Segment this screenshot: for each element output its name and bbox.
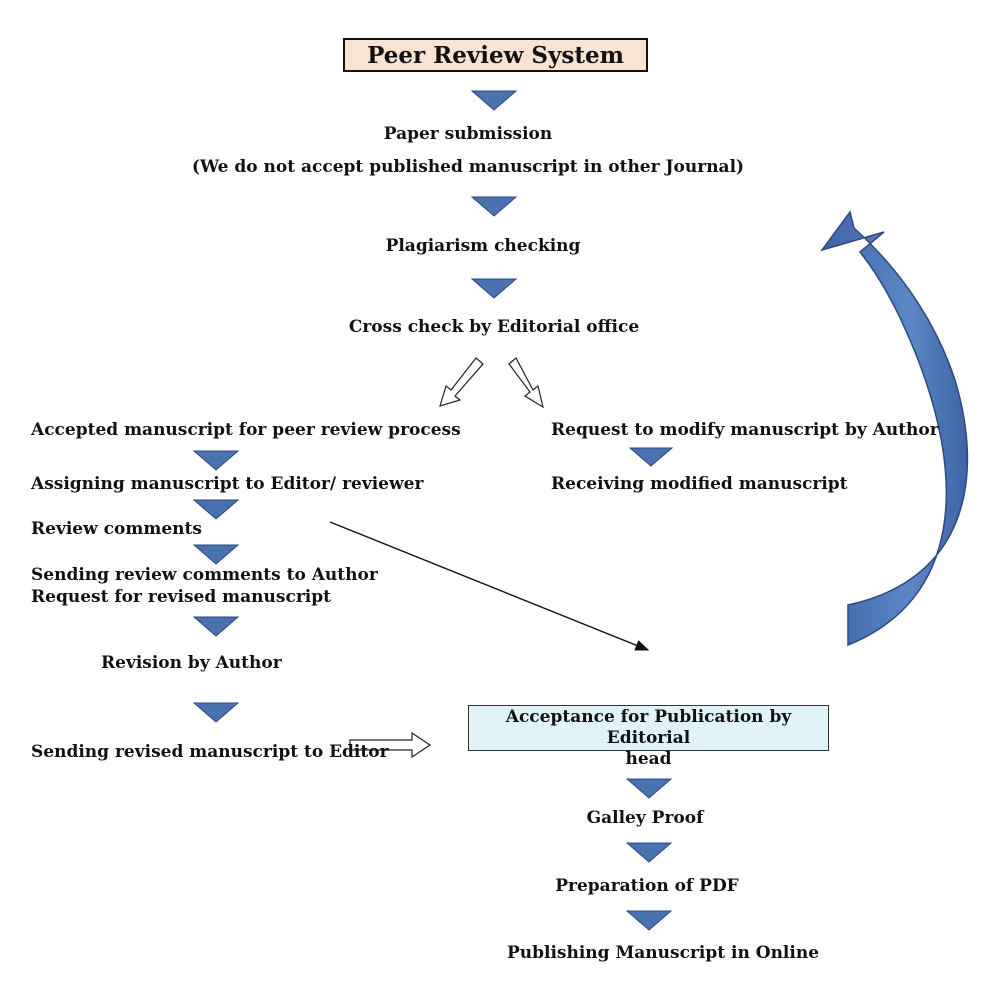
step-preparation-pdf: Preparation of PDF [555, 876, 739, 896]
step-galley-proof: Galley Proof [586, 808, 704, 828]
thin-arrow-to-acceptance [329, 521, 650, 651]
step-submission-note: (We do not accept published manuscript i… [191, 157, 745, 177]
step-cross-check: Cross check by Editorial office [348, 317, 640, 337]
curved-return-arrow-icon [820, 210, 969, 647]
step-review-comments: Review comments [31, 519, 202, 539]
down-arrow-icon [470, 278, 518, 299]
acceptance-box: Acceptance for Publication by Editorial … [468, 705, 829, 769]
step-receiving-modified: Receiving modified manuscript [551, 474, 848, 494]
block-arrow-right-icon [349, 731, 432, 759]
step-request-revised: Request for revised manuscript [31, 587, 331, 607]
down-arrow-icon [470, 90, 518, 111]
step-sending-revised: Sending revised manuscript to Editor [31, 742, 389, 762]
page-title: Peer Review System [367, 41, 624, 69]
down-arrow-icon [628, 447, 674, 467]
title-box: Peer Review System [343, 38, 648, 72]
hollow-arrow-right-icon [508, 357, 544, 409]
step-plagiarism: Plagiarism checking [385, 236, 581, 256]
step-revision: Revision by Author [101, 653, 282, 673]
down-arrow-icon [192, 544, 240, 565]
down-arrow-icon [192, 616, 240, 637]
down-arrow-icon [625, 842, 673, 863]
down-arrow-icon [625, 778, 673, 799]
step-sending-comments: Sending review comments to Author [31, 565, 378, 585]
step-publishing: Publishing Manuscript in Online [506, 943, 820, 963]
acceptance-line2: head [625, 749, 672, 769]
step-paper-submission: Paper submission [383, 124, 553, 144]
down-arrow-icon [192, 702, 240, 723]
step-request-modify: Request to modify manuscript by Author [551, 420, 939, 440]
down-arrow-icon [192, 450, 240, 471]
acceptance-line1: Acceptance for Publication by Editorial [505, 707, 792, 748]
hollow-arrow-left-icon [439, 357, 484, 407]
step-assigning: Assigning manuscript to Editor/ reviewer [31, 474, 424, 494]
step-accepted: Accepted manuscript for peer review proc… [31, 420, 461, 440]
down-arrow-icon [470, 196, 518, 217]
down-arrow-icon [625, 910, 673, 931]
down-arrow-icon [192, 499, 240, 520]
